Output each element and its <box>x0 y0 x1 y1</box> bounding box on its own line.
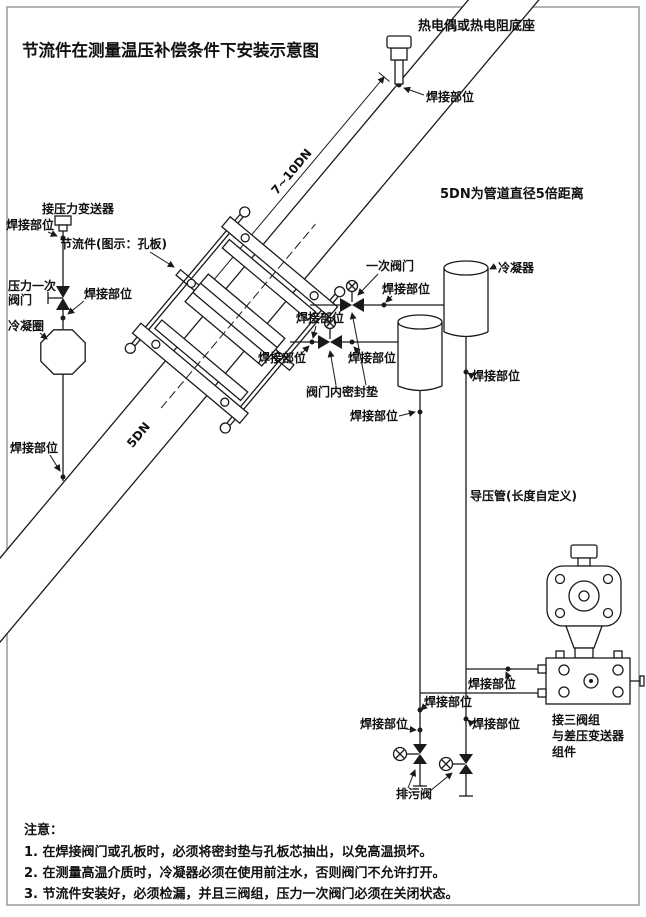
leader-condensing-ring <box>39 332 48 340</box>
label-weld-tap-bottom: 焊接部位 <box>10 440 58 455</box>
label-weld-bottom-2: 焊接部位 <box>472 716 520 731</box>
leader-weld-bottom-1 <box>420 703 428 711</box>
label-dn-note: 5DN为管道直径5倍距离 <box>440 186 584 202</box>
leader-weld-bottom-3 <box>405 725 417 733</box>
primary-valve-1 <box>340 298 352 312</box>
label-weld-right-line: 焊接部位 <box>472 368 520 383</box>
leader-weld-branch <box>505 671 512 682</box>
thermowell-socket <box>386 35 412 88</box>
pressure-tap-line <box>40 215 86 481</box>
weld-dot <box>505 666 511 672</box>
page-title: 节流件在测量温压补偿条件下安装示意图 <box>22 40 319 60</box>
weld-dot <box>417 727 423 733</box>
weld-dot <box>463 716 469 722</box>
leader-weld-tap1 <box>385 295 393 303</box>
label-weld-tap1: 焊接部位 <box>382 281 430 296</box>
note-1: 1. 在焊接阀门或孔板时，必须将密封垫与孔板芯抽出，以免高温损坏。 <box>24 844 433 860</box>
leader-weld-tap-top <box>47 230 58 237</box>
label-manifold-3: 组件 <box>552 744 576 759</box>
dp-transmitter <box>546 544 622 659</box>
note-3: 3. 节流件安装好，必须检漏，并且三阀组，压力一次阀门必须在关闭状态。 <box>24 886 459 902</box>
main-pipe-assembly: 7~10DN 5DN <box>0 0 578 768</box>
leader-weld-tap2-top <box>311 325 318 339</box>
impulse-lines <box>417 337 538 754</box>
drain-valve-left <box>413 744 427 754</box>
leader-weld-top <box>403 86 425 96</box>
label-condensing-ring: 冷凝圈 <box>8 318 44 333</box>
label-valve-gasket: 阀门内密封垫 <box>306 384 378 399</box>
note-2: 2. 在测量高温介质时，冷凝器必须在使用前注水，否则阀门不允许打开。 <box>24 865 446 881</box>
label-weld-tap-mid: 焊接部位 <box>84 286 132 301</box>
label-manifold-2: 与差压变送器 <box>552 728 625 743</box>
three-valve-manifold <box>537 650 645 705</box>
label-throttle-device: 节流件(图示：孔板) <box>60 236 167 251</box>
label-to-pressure-transmitter: 接压力变送器 <box>42 201 115 216</box>
label-weld-bottom-3: 焊接部位 <box>360 716 408 731</box>
primary-valve-2 <box>318 335 330 349</box>
label-pressure-valve-line1: 压力一次 <box>8 278 56 293</box>
leader-weld-tap2-left <box>297 345 310 358</box>
pressure-valve <box>56 286 70 298</box>
condenser-left <box>397 314 443 392</box>
label-weld-bottom-1: 焊接部位 <box>424 694 472 709</box>
label-weld-tap2-right: 焊接部位 <box>348 350 396 365</box>
weld-dot <box>417 707 423 713</box>
label-weld-branch: 焊接部位 <box>468 676 516 691</box>
label-weld-tap2-left: 焊接部位 <box>258 350 306 365</box>
leader-valve-gasket-2 <box>349 312 367 386</box>
leader-weld-tap-bottom <box>49 454 61 472</box>
weld-dot <box>381 302 387 308</box>
weld-dot <box>417 409 423 415</box>
label-condenser: 冷凝器 <box>498 260 535 275</box>
pipe-axis-line <box>160 223 316 409</box>
leader-weld-bottom-2 <box>467 719 475 727</box>
leader-weld-left-line <box>398 410 416 417</box>
label-manifold-1: 接三阀组 <box>552 712 600 727</box>
leader-drain-valve-2 <box>407 769 417 789</box>
leader-primary-valve <box>357 273 379 296</box>
flange-tie-rods <box>124 206 346 434</box>
weld-dot <box>309 339 315 345</box>
weld-dot <box>463 369 469 375</box>
leader-throttle <box>149 251 175 268</box>
primary-valve-taps <box>290 279 444 349</box>
label-impulse-pipe: 导压管(长度自定义) <box>470 488 577 503</box>
leader-weld-tap2-right <box>353 346 361 355</box>
notes-heading: 注意： <box>24 822 63 838</box>
label-pressure-valve-line2: 阀门 <box>8 292 32 307</box>
weld-dot <box>60 235 66 241</box>
label-drain-valve: 排污阀 <box>396 786 432 801</box>
leader-drain-valve-1 <box>429 772 453 792</box>
weld-dot <box>60 474 66 480</box>
weld-dot <box>60 315 66 321</box>
label-primary-valve: 一次阀门 <box>366 258 414 273</box>
leader-valve-gasket-1 <box>327 350 337 386</box>
leader-condenser <box>489 263 498 270</box>
leader-weld-right-line <box>467 372 476 380</box>
label-weld-tap-top: 焊接部位 <box>6 217 54 232</box>
label-weld-top: 焊接部位 <box>426 89 474 104</box>
label-weld-tap2-top: 焊接部位 <box>296 310 344 325</box>
condenser-right <box>443 260 489 338</box>
label-weld-left-line: 焊接部位 <box>350 408 398 423</box>
drain-valve-right <box>459 754 473 764</box>
weld-dot <box>349 339 355 345</box>
label-thermowell: 热电偶或热电阻底座 <box>418 18 535 34</box>
drain-valves <box>392 744 473 797</box>
leader-weld-tap-mid <box>67 300 85 315</box>
condensing-ring <box>40 329 86 375</box>
